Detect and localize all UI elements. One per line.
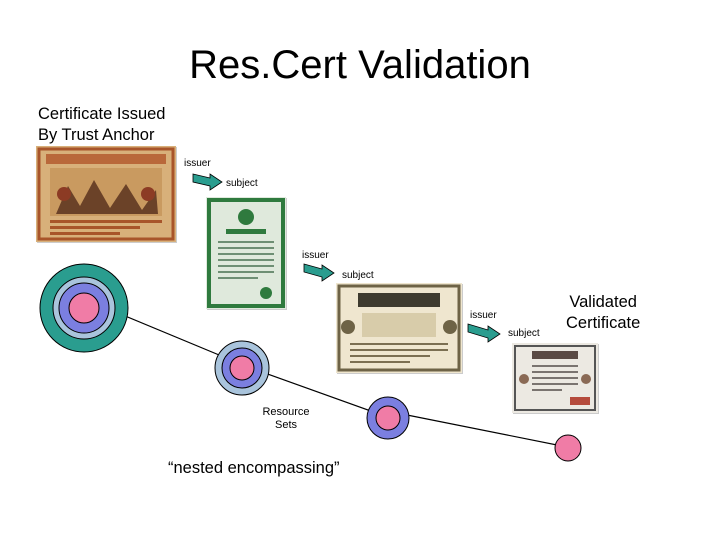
page-title: Res.Cert Validation (189, 43, 531, 87)
issuer-subject-arrow-3 (467, 323, 501, 343)
resource-label-line2: Sets (274, 419, 297, 431)
subject-label-1: subject (226, 178, 258, 189)
issuer-label-2: issuer (302, 250, 329, 261)
resource-sets-label: Resource Sets (252, 406, 320, 432)
intermediate-certificate-2-image (336, 283, 462, 373)
validated-certificate-image (512, 343, 598, 413)
connector-line-2 (247, 366, 383, 416)
issuer-label-1: issuer (184, 158, 211, 169)
trust-anchor-label: Certificate Issued By Trust Anchor (38, 104, 165, 146)
trust-anchor-label-line2: By Trust Anchor (38, 126, 155, 144)
validated-label-line1: Validated (569, 293, 637, 311)
validated-resource-circle (554, 434, 582, 462)
nested-encompassing-label: “nested encompassing” (168, 459, 340, 477)
issuer-subject-arrow-2 (303, 263, 335, 282)
trust-anchor-label-line1: Certificate Issued (38, 105, 166, 123)
issuer-label-3: issuer (470, 310, 497, 321)
validated-label-line2: Certificate (566, 314, 641, 332)
trust-anchor-certificate-image (36, 146, 176, 242)
trust-anchor-resource-circles (39, 263, 129, 353)
subject-label-2: subject (342, 270, 374, 281)
resource-label-line1: Resource (262, 406, 310, 418)
intermediate-resource-circles-2 (366, 396, 410, 440)
subject-label-3: subject (508, 328, 540, 339)
intermediate-resource-circles-1 (214, 340, 270, 396)
intermediate-certificate-1-image (206, 197, 286, 309)
issuer-subject-arrow-1 (192, 173, 223, 191)
validated-certificate-label: Validated Certificate (566, 292, 640, 334)
connector-line-3 (395, 409, 568, 448)
